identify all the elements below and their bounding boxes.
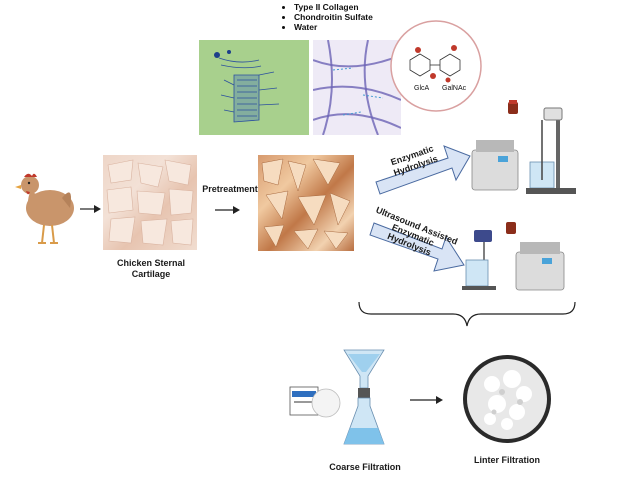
fiber-network — [312, 39, 402, 136]
pretreated-photo — [258, 155, 354, 251]
cartilage-photo — [103, 155, 197, 250]
flow-arrow — [410, 392, 444, 404]
ultrasound-device-icon — [460, 212, 580, 294]
composition-list: Type II Collagen Chondroitin Sulfate Wat… — [282, 2, 373, 32]
flow-arrow — [80, 201, 102, 213]
chicken-icon — [12, 163, 82, 248]
linter-filtration-label: Linter Filtration — [474, 455, 540, 465]
molecule-label: GalNAc — [442, 85, 467, 92]
funnel-flask-icon — [340, 344, 388, 452]
merge-brace — [357, 300, 577, 330]
composition-item: Chondroitin Sulfate — [294, 12, 373, 22]
composition-item: Type II Collagen — [294, 2, 373, 12]
filtered-powder-photo — [462, 354, 552, 444]
composition-item: Water — [294, 22, 373, 32]
flow-arrow — [215, 202, 241, 214]
coarse-filtration-label: Coarse Filtration — [329, 462, 401, 472]
water-bath-stirrer-icon — [468, 100, 580, 200]
molecule-icon: GlcA GalNAc — [388, 18, 484, 114]
pretreatment-label: Pretreatment — [202, 184, 258, 194]
enzymatic-arrow — [372, 132, 472, 202]
collagen-diagram — [199, 40, 309, 135]
filter-paper-box-icon — [288, 383, 344, 419]
molecule-label: GlcA — [414, 85, 430, 92]
ultrasound-arrow — [368, 205, 468, 285]
cartilage-label: Chicken Sternal Cartilage — [116, 258, 186, 279]
